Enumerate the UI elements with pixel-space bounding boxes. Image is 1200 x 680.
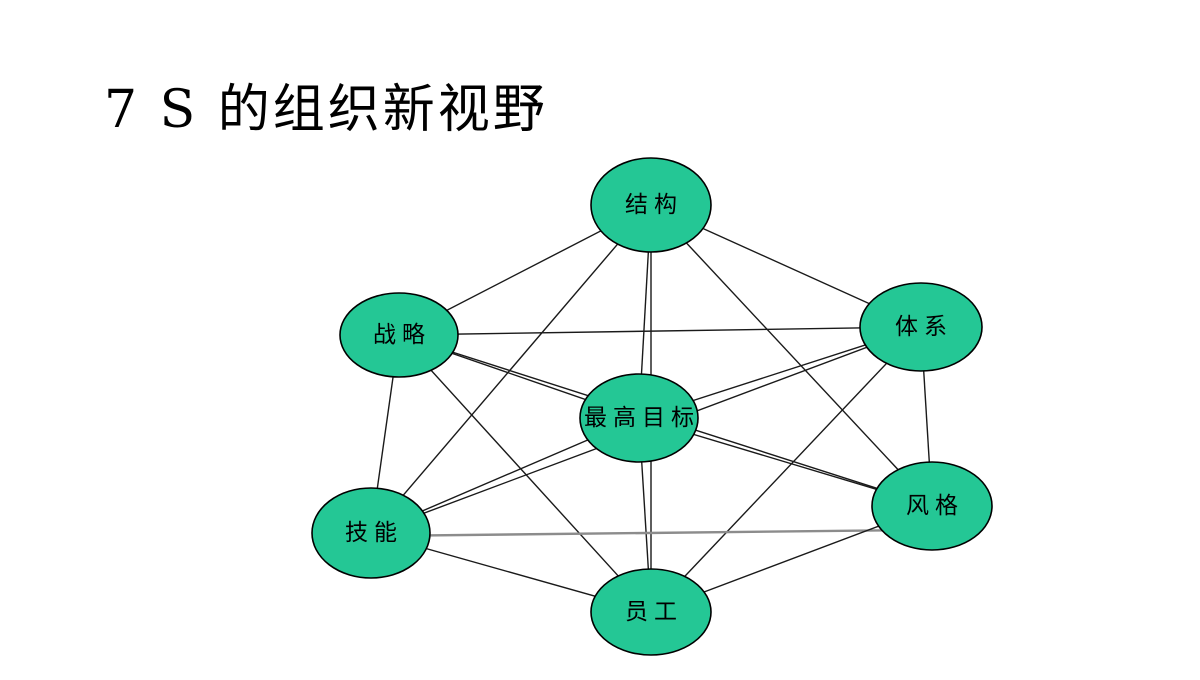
node-structure: 结构 [590,157,712,253]
node-staff: 员工 [590,568,712,656]
edge-systems-staff [650,326,922,613]
node-strategy: 战略 [339,292,459,378]
node-shape-systems [859,282,983,372]
slide-title: 7 S 的组织新视野 [104,80,548,140]
node-label-shared-goals: 最高目标 [584,405,700,431]
edge-structure-style [650,204,933,507]
edge-structure-skills [370,204,652,534]
node-label-skills: 技能 [345,520,403,546]
node-label-staff: 员工 [625,599,683,625]
node-shared-goals: 最高目标 [579,373,700,463]
node-label-style: 风格 [906,493,964,519]
node-label-systems: 体系 [895,314,953,340]
node-skills: 技能 [311,487,431,579]
edge-strategy-systems [398,326,922,336]
node-label-structure: 结构 [625,192,683,218]
node-shape-shared-goals [579,373,699,463]
edge-strategy-staff [398,334,652,613]
node-label-strategy: 战略 [373,322,431,348]
edge-skills-style [370,528,921,538]
node-shape-style [871,461,993,551]
node-shape-strategy [339,292,459,378]
node-style: 风格 [871,461,993,551]
node-shape-skills [311,487,431,579]
node-systems: 体系 [859,282,983,372]
node-shape-structure [590,157,712,253]
node-shape-staff [590,568,712,656]
